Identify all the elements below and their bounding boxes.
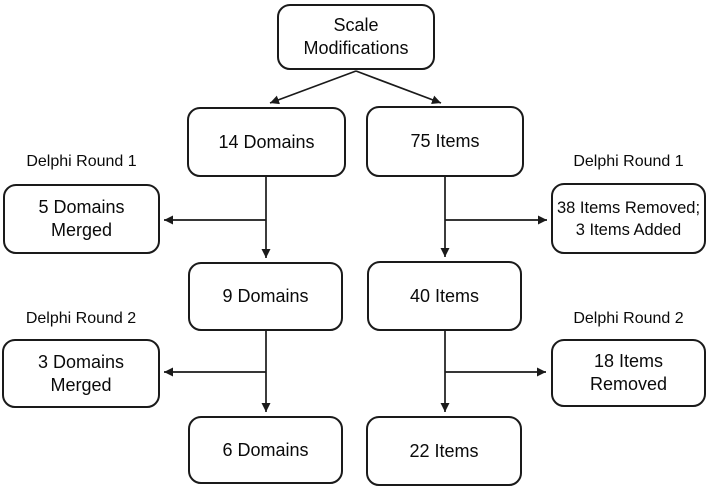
node-text: 6 Domains	[222, 439, 309, 460]
node-text: 3 Items Added	[575, 220, 682, 239]
node-75-items: 75 Items	[366, 106, 524, 177]
node-text: 3 Domains	[37, 351, 125, 372]
node-text: 22 Items	[409, 440, 479, 461]
node-text: 5 Domains	[38, 197, 125, 217]
label-delphi-round-2-right: Delphi Round 2	[573, 310, 684, 327]
node-text: Merged	[50, 220, 113, 240]
node-text: 14 Domains	[218, 131, 315, 152]
node-40-items: 40 Items	[367, 261, 522, 331]
node-text: 9 Domains	[222, 286, 309, 306]
node-38-items-removed-3-added: 38 Items Removed; 3 Items Added	[551, 183, 706, 254]
node-text: Removed	[589, 374, 668, 394]
node-text: 75 Items	[410, 131, 480, 151]
label-delphi-round-1-left: Delphi Round 1	[26, 153, 137, 170]
node-9-domains: 9 Domains	[188, 262, 343, 331]
node-18-items-removed: 18 Items Removed	[551, 339, 706, 407]
arrow-root-to-items	[355, 70, 442, 105]
node-3-domains-merged: 3 Domains Merged	[2, 339, 160, 408]
node-text: Scale	[333, 15, 379, 35]
node-text: 18 Items	[593, 351, 664, 371]
node-text: Merged	[50, 374, 112, 395]
node-text: 38 Items Removed;	[556, 198, 701, 217]
node-22-items: 22 Items	[366, 416, 522, 486]
node-6-domains: 6 Domains	[188, 416, 343, 484]
arrow-root-to-domains	[269, 70, 357, 105]
label-delphi-round-1-right: Delphi Round 1	[573, 153, 684, 170]
node-scale-modifications: Scale Modifications	[277, 4, 435, 70]
node-text: Modifications	[303, 38, 409, 58]
label-delphi-round-2-left: Delphi Round 2	[25, 310, 137, 327]
node-14-domains: 14 Domains	[187, 107, 346, 177]
node-5-domains-merged: 5 Domains Merged	[3, 184, 160, 254]
node-text: 40 Items	[409, 285, 480, 306]
